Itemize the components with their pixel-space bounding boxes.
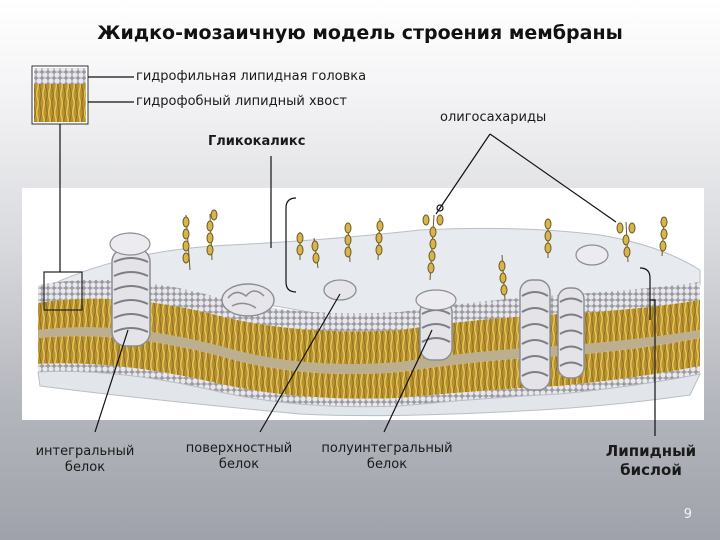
label-glycocalyx: Гликокаликс [208, 134, 306, 149]
label-surface-protein: поверхностный белок [185, 441, 293, 473]
membrane-bottom-surface [37, 370, 701, 417]
label-hydrophilic-head: гидрофильная липидная головка [136, 69, 367, 84]
semi-integral-protein-shape [415, 289, 457, 361]
label-oligosaccharides: олигосахариды [440, 110, 547, 125]
label-hydrophobic-tail: гидрофобный липидный хвост [136, 94, 347, 109]
page-number: 9 [683, 507, 692, 522]
integral-protein-right-shapes [519, 244, 609, 391]
surface-protein-shape [221, 279, 357, 317]
oligosaccharide-chains [182, 209, 668, 301]
lipid-inset [31, 65, 89, 125]
label-semi-integral-protein: полуинтегральный белок [321, 441, 453, 473]
label-lipid-bilayer: Липидный бислой [605, 442, 697, 479]
slide-title: Жидко-мозаичную модель строения мембраны [97, 22, 623, 44]
label-integral-protein: интегральный белок [35, 444, 135, 476]
leader-lines [59, 76, 656, 436]
inset-marker [43, 271, 83, 311]
integral-protein-shape [109, 232, 151, 347]
